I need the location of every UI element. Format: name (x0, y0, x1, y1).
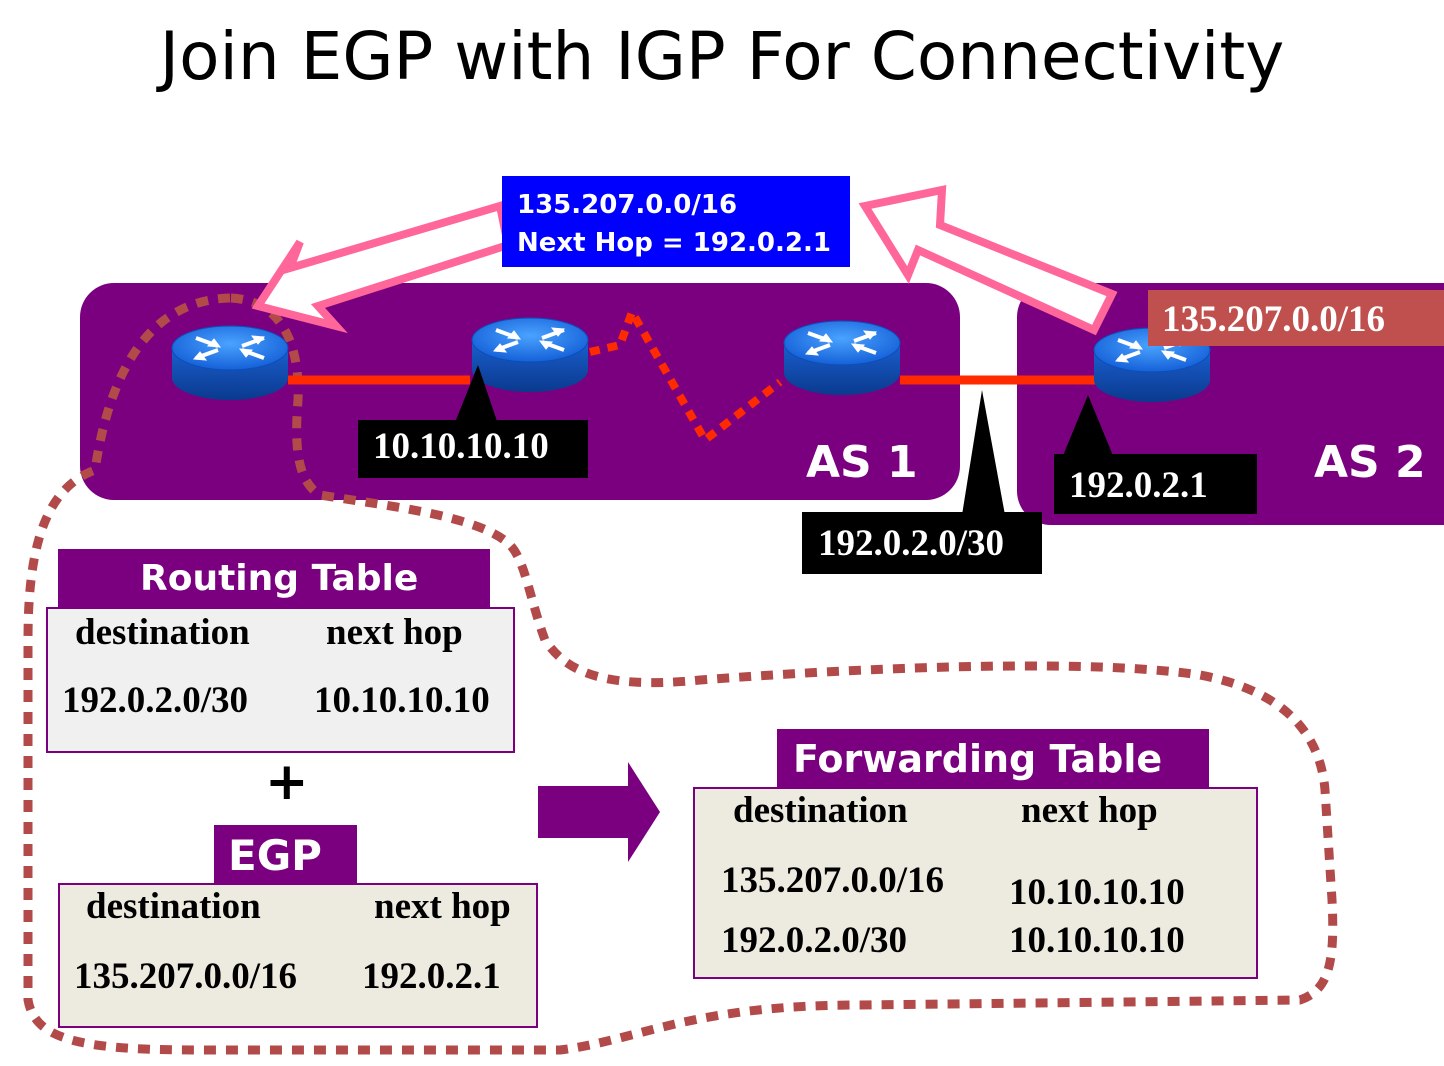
forwarding-table-row2-destination: 192.0.2.0/30 (721, 920, 908, 961)
forwarding-table-row2-next-hop: 10.10.10.10 (1009, 920, 1185, 961)
link-prefix-label: 192.0.2.0/30 (802, 512, 1042, 574)
slide-title: Join EGP with IGP For Connectivity (159, 18, 1285, 95)
advert-prefix: 135.207.0.0/16 (517, 190, 738, 220)
as2-prefix-box: 135.207.0.0/16 (1148, 290, 1444, 346)
router-as1-left (170, 324, 290, 402)
egp-table-title: EGP (214, 825, 357, 883)
advert-box: 135.207.0.0/16 Next Hop = 192.0.2.1 (502, 176, 850, 267)
egp-table-cell-next-hop: 192.0.2.1 (362, 956, 501, 997)
as2-label: AS 2 (1314, 437, 1426, 488)
igp-path-dotted (589, 302, 783, 446)
egp-igp-join-outline (23, 293, 1338, 1055)
egp-table-cell-destination: 135.207.0.0/16 (74, 956, 298, 997)
routing-table-header-next-hop: next hop (326, 612, 463, 653)
routing-table-cell-destination: 192.0.2.0/30 (62, 680, 249, 721)
forwarding-table-header-next-hop: next hop (1021, 790, 1158, 831)
advert-arrow-right (858, 185, 1118, 336)
router-as1-border (782, 319, 902, 397)
pointer-internal-ip (452, 365, 500, 430)
routing-table-cell-next-hop: 10.10.10.10 (314, 680, 490, 721)
internal-ip-label: 10.10.10.10 (358, 420, 588, 478)
as1-label: AS 1 (806, 437, 918, 488)
egp-table: destination next hop 135.207.0.0/16 192.… (58, 883, 538, 1028)
combine-arrow (538, 762, 660, 862)
forwarding-table-header-destination: destination (733, 790, 908, 831)
advert-next-hop: Next Hop = 192.0.2.1 (517, 228, 831, 258)
forwarding-table: destination next hop 135.207.0.0/16 10.1… (693, 787, 1258, 979)
routing-table: destination next hop 192.0.2.0/30 10.10.… (46, 607, 515, 753)
forwarding-table-row1-next-hop: 10.10.10.10 (1009, 872, 1185, 913)
pointer-border-ip (1062, 395, 1114, 458)
routing-table-header-destination: destination (75, 612, 250, 653)
forwarding-table-title: Forwarding Table (777, 729, 1209, 787)
router-as1-middle (470, 316, 590, 394)
border-ip-label: 192.0.2.1 (1054, 454, 1257, 514)
egp-table-header-next-hop: next hop (374, 886, 511, 927)
routing-table-title: Routing Table (58, 549, 490, 607)
egp-table-header-destination: destination (86, 886, 261, 927)
plus-sign: + (265, 752, 309, 812)
advert-arrow-left (251, 200, 513, 334)
forwarding-table-row1-destination: 135.207.0.0/16 (721, 860, 945, 901)
pointer-link-prefix (962, 390, 1005, 515)
